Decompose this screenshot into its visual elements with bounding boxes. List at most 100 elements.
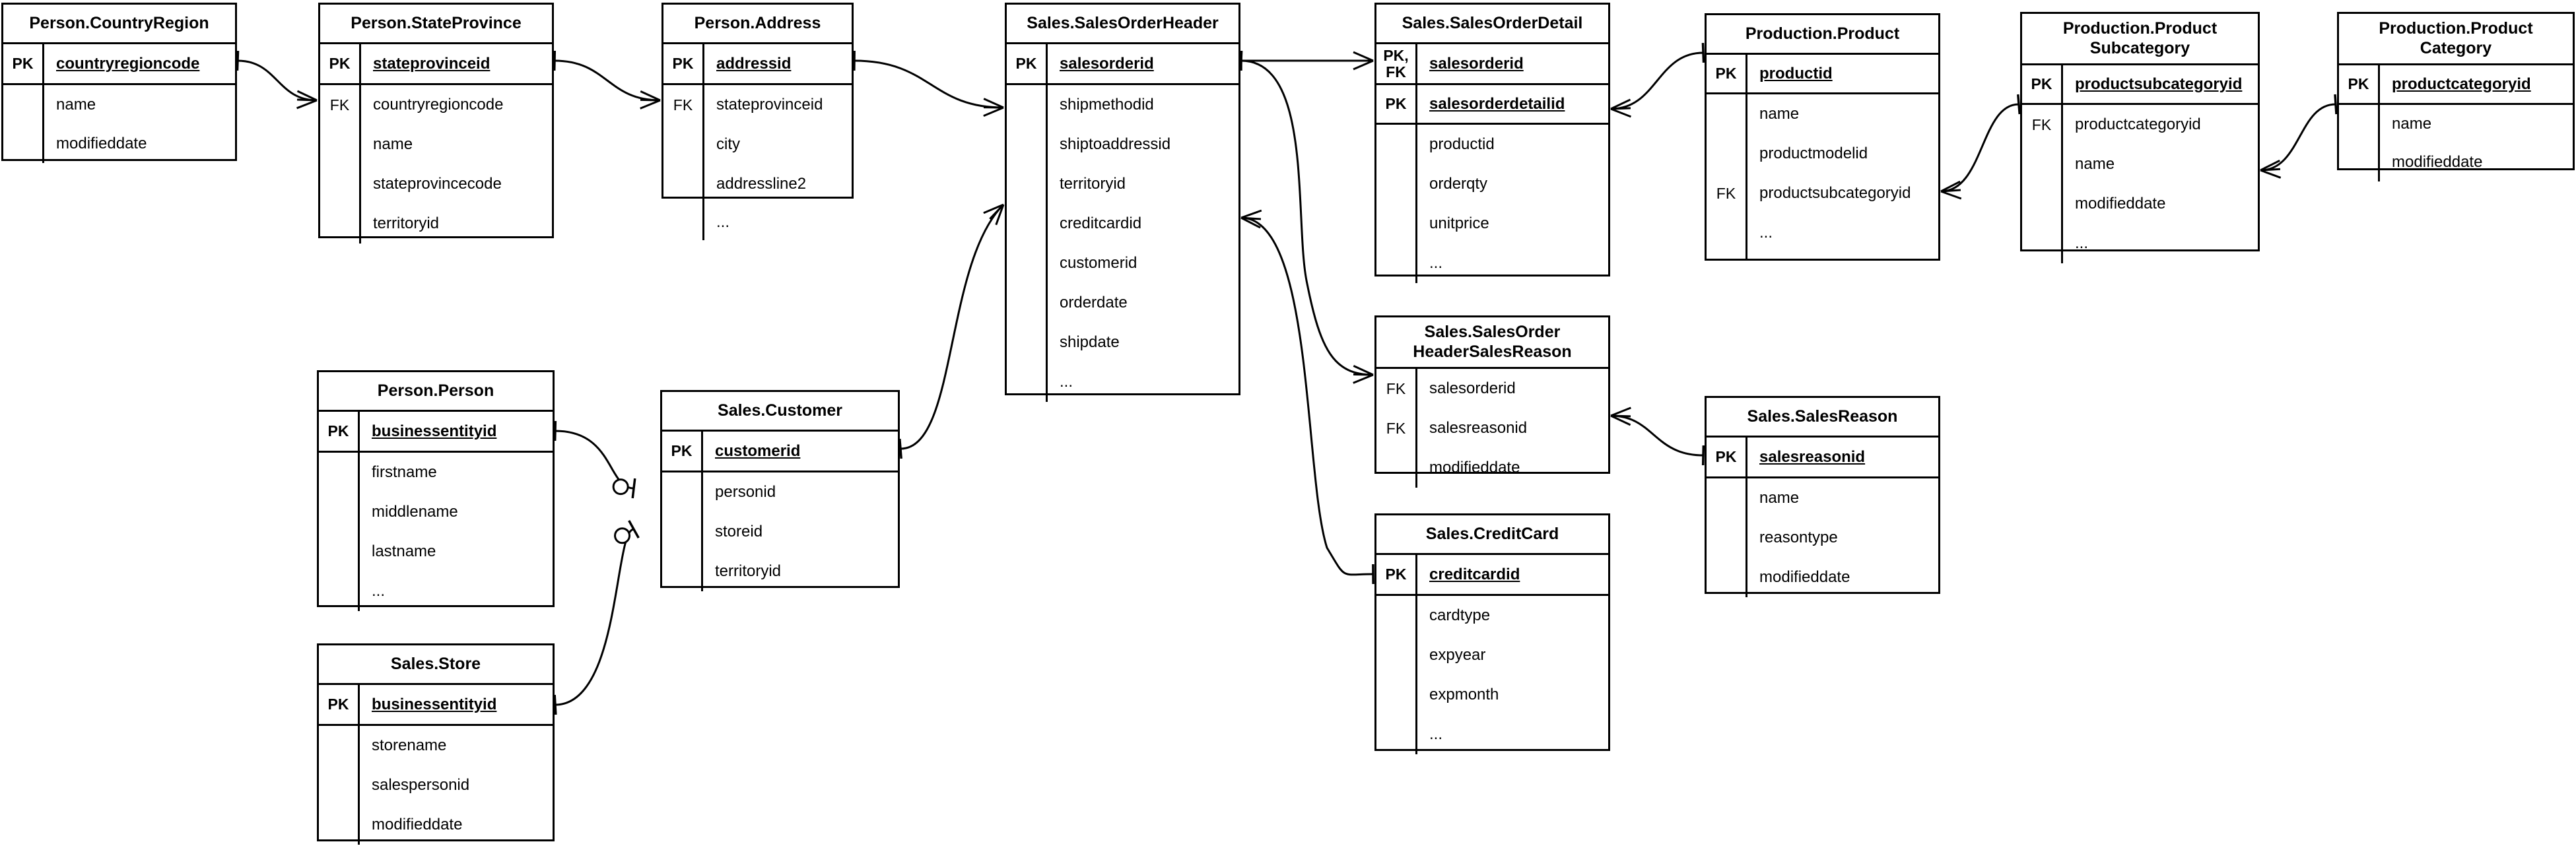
- attribute-row: name: [1707, 94, 1938, 134]
- relationship-rel-store-customer: [553, 520, 640, 715]
- attribute-key-marker: FK: [320, 85, 361, 125]
- relationship-rel-customer-salesorderheader: [898, 203, 1005, 459]
- attribute-row: ...: [1376, 715, 1608, 754]
- attribute-row: salespersonid: [319, 765, 553, 805]
- attribute-row: creditcardid: [1007, 204, 1238, 244]
- attribute-name: unitprice: [1429, 214, 1489, 232]
- attribute-row: stateprovincecode: [320, 164, 552, 204]
- attribute-name: ...: [1429, 254, 1443, 272]
- attribute-row: lastname: [319, 532, 553, 571]
- attribute-name: productcategoryid: [2392, 75, 2531, 93]
- attribute-name: territoryid: [1060, 175, 1126, 193]
- attribute-key-marker: [663, 164, 704, 204]
- attribute-key-marker: [662, 512, 703, 552]
- attribute-name: modifieddate: [1759, 568, 1850, 586]
- attribute-row: reasontype: [1707, 518, 1938, 558]
- attribute-key-marker: [2022, 184, 2063, 224]
- attribute-name: name: [2075, 155, 2115, 173]
- entity-title: Sales.Customer: [662, 392, 898, 432]
- attribute-name-filler: [1747, 253, 1938, 259]
- attribute-name: productid: [1759, 64, 1833, 82]
- attribute-row: storeid: [662, 512, 898, 552]
- attribute-name: stateprovinceid: [373, 54, 491, 73]
- attribute-name: cardtype: [1429, 606, 1491, 624]
- attribute-name: expyear: [1429, 646, 1486, 664]
- attribute-row: orderdate: [1007, 283, 1238, 323]
- attribute-name: modifieddate: [372, 816, 463, 833]
- attribute-key-marker: [2022, 224, 2063, 263]
- attribute-row: cardtype: [1376, 596, 1608, 635]
- attribute-key-marker: PK: [1376, 85, 1417, 123]
- attribute-key-marker: [320, 204, 361, 244]
- attribute-name: countryregioncode: [373, 96, 504, 114]
- attribute-key-marker: [1007, 164, 1048, 204]
- attribute-name: stateprovincecode: [373, 175, 502, 193]
- attribute-key-marker: [1707, 213, 1747, 253]
- attribute-name: customerid: [715, 441, 801, 460]
- attribute-key-marker: [1376, 596, 1417, 635]
- attribute-name: productsubcategoryid: [1759, 184, 1911, 202]
- entity-title: Person.CountryRegion: [3, 5, 235, 44]
- attribute-key-marker: [319, 453, 360, 492]
- attribute-row: ...: [663, 204, 852, 240]
- relationship-rel-salesorderheader-salesorderheadersalesreason: [1239, 50, 1374, 384]
- attribute-name: stateprovinceid: [716, 96, 823, 114]
- relationship-rel-person-customer: [553, 420, 636, 499]
- attribute-row: modifieddate: [1376, 448, 1608, 488]
- attribute-row: ...: [1007, 362, 1238, 402]
- attribute-row: modifieddate: [1707, 558, 1938, 597]
- attribute-key-marker: [319, 726, 360, 765]
- attribute-row: PK productid: [1707, 55, 1938, 94]
- relationship-rel-salesorderheader-salesorderdetail: [1240, 51, 1374, 71]
- attribute-name: territoryid: [373, 214, 440, 232]
- attribute-name: reasontype: [1759, 529, 1838, 546]
- relationship-rel-salesorderdetail-product: [1610, 42, 1705, 118]
- attribute-name: lastname: [372, 542, 436, 560]
- attribute-key-marker: PK: [1707, 55, 1747, 92]
- attribute-key-marker: [320, 164, 361, 204]
- relationship-line: [1610, 414, 1704, 457]
- entity-title: Production.Product: [1707, 15, 1938, 55]
- attribute-row: modifieddate: [319, 805, 553, 845]
- attribute-key-marker: [1707, 478, 1747, 518]
- attribute-key-marker: [2339, 143, 2380, 181]
- attribute-row: name: [2022, 145, 2258, 184]
- attribute-name: ...: [1429, 725, 1443, 743]
- attribute-name: ...: [1759, 224, 1773, 242]
- attribute-key-marker: FK: [1707, 174, 1747, 213]
- attribute-key-marker: PK: [319, 685, 360, 724]
- attribute-key-marker: PK: [1707, 438, 1747, 476]
- relationship-line: [854, 59, 1004, 109]
- attribute-key-marker: [1376, 244, 1417, 283]
- attribute-row: shipmethodid: [1007, 85, 1238, 125]
- relationship-line: [900, 203, 1005, 450]
- attribute-row: ...: [1707, 213, 1938, 253]
- attribute-name: countryregioncode: [56, 54, 200, 73]
- attribute-key-marker: [662, 552, 703, 591]
